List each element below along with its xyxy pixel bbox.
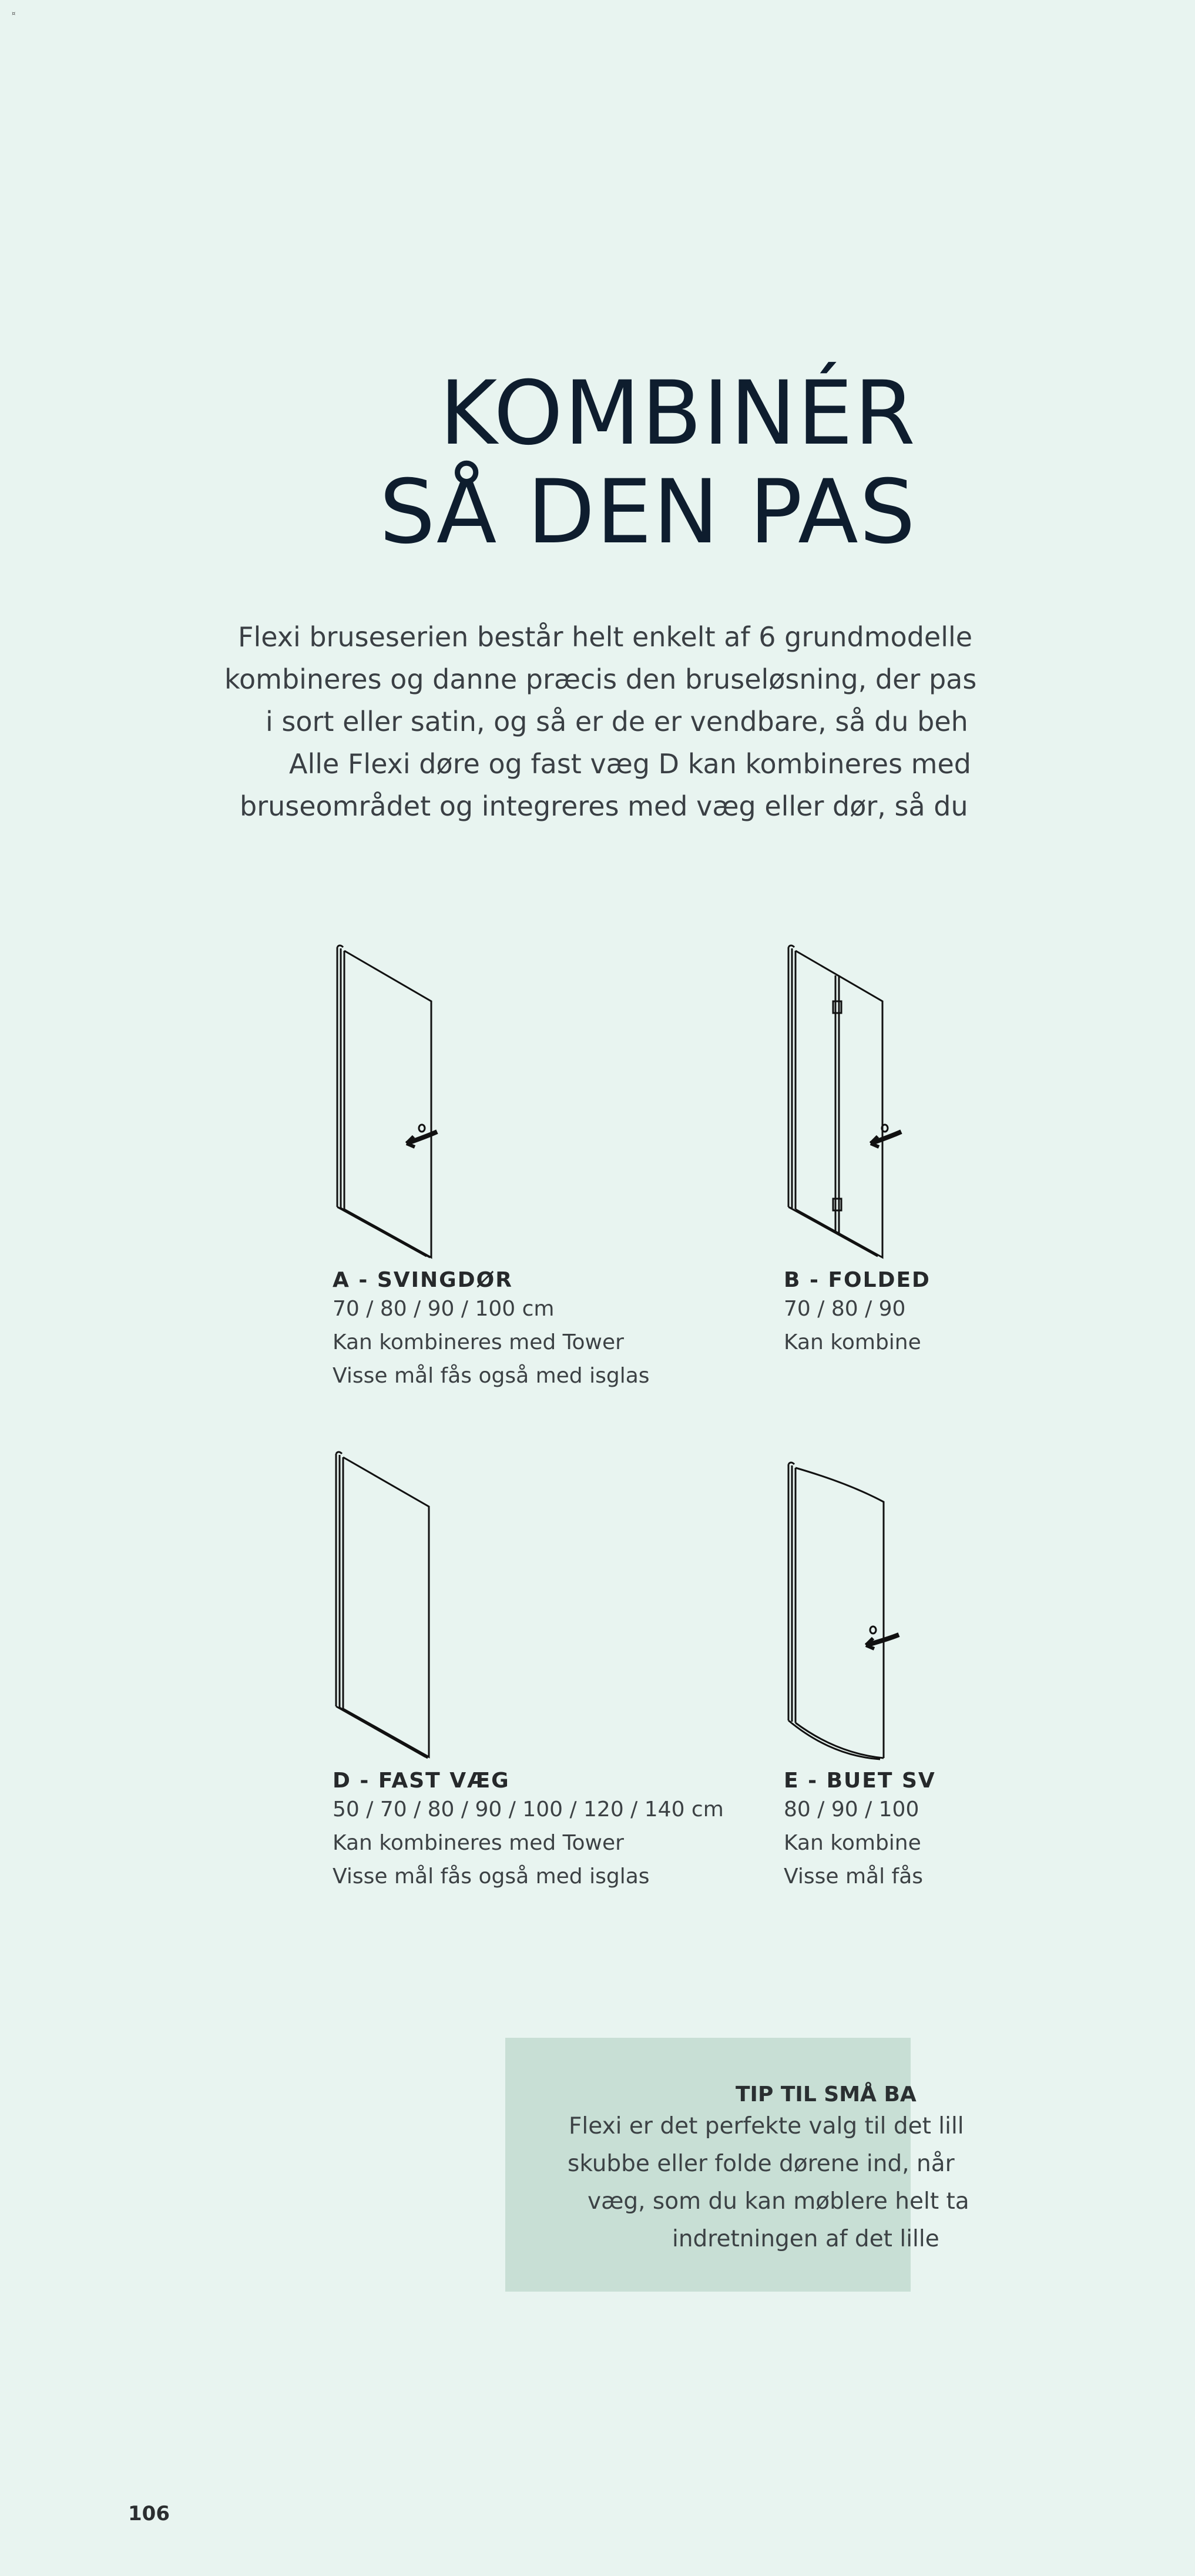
product-title: D - FAST VÆG [333, 1769, 510, 1793]
product-title: A - SVINGDØR [333, 1268, 513, 1292]
page-number: 106 [128, 2502, 170, 2525]
tip-line-3: væg, som du kan møblere helt ta [588, 2188, 969, 2215]
folding-door-icon [787, 944, 902, 1259]
page-headline: KOMBINÉR SÅ DEN PAS [329, 364, 917, 562]
tip-line-1: Flexi er det perfekte valg til det lill [569, 2113, 964, 2139]
intro-line-3: i sort eller satin, og så er de er vendb… [266, 706, 968, 737]
product-title: E - BUET SV [784, 1769, 936, 1793]
product-sizes: 70 / 80 / 90 / 100 cm [333, 1297, 555, 1321]
product-b: B - FOLDED 70 / 80 / 90 Kan kombine [784, 942, 1195, 1359]
intro-line-2: kombineres og danne præcis den bruseløsn… [224, 663, 977, 695]
intro-line-1: Flexi bruseserien består helt enkelt af … [238, 621, 973, 653]
product-d: D - FAST VÆG 50 / 70 / 80 / 90 / 100 / 1… [333, 1450, 744, 1893]
intro-line-4: Alle Flexi døre og fast væg D kan kombin… [289, 748, 971, 780]
tip-line-4: indretningen af det lille [672, 2226, 939, 2252]
headline-line-2: SÅ DEN PAS [379, 461, 917, 564]
fixed-wall-icon [335, 1451, 430, 1759]
product-combo-note: Kan kombineres med Tower [333, 1831, 624, 1855]
swing-door-icon [336, 944, 438, 1259]
intro-line-5: bruseområdet og integreres med væg eller… [240, 790, 968, 822]
intro-paragraph: Flexi bruseserien består helt enkelt af … [217, 616, 977, 827]
product-combo-note: Kan kombine [784, 1330, 921, 1354]
headline-line-1: KOMBINÉR [439, 363, 917, 465]
product-sizes: 50 / 70 / 80 / 90 / 100 / 120 / 140 cm [333, 1797, 724, 1822]
product-sizes: 70 / 80 / 90 [784, 1297, 906, 1321]
product-sizes: 80 / 90 / 100 [784, 1797, 919, 1822]
tip-box: TIP TIL SMÅ BA Flexi er det perfekte val… [505, 2038, 969, 2292]
tip-title: TIP TIL SMÅ BA [736, 2082, 917, 2107]
product-title: B - FOLDED [784, 1268, 931, 1292]
corner-mark: ¤ [12, 11, 16, 17]
product-e: E - BUET SV 80 / 90 / 100 Kan kombine Vi… [784, 1460, 1195, 1893]
product-a: A - SVINGDØR 70 / 80 / 90 / 100 cm Kan k… [333, 942, 744, 1393]
tip-line-2: skubbe eller folde dørene ind, når [568, 2151, 955, 2177]
product-glass-note: Visse mål fås også med isglas [333, 1864, 650, 1889]
product-glass-note: Visse mål fås også med isglas [333, 1364, 650, 1388]
curved-door-icon [787, 1461, 900, 1760]
product-combo-note: Kan kombine [784, 1831, 921, 1855]
product-glass-note: Visse mål fås [784, 1864, 924, 1889]
product-combo-note: Kan kombineres med Tower [333, 1330, 624, 1354]
